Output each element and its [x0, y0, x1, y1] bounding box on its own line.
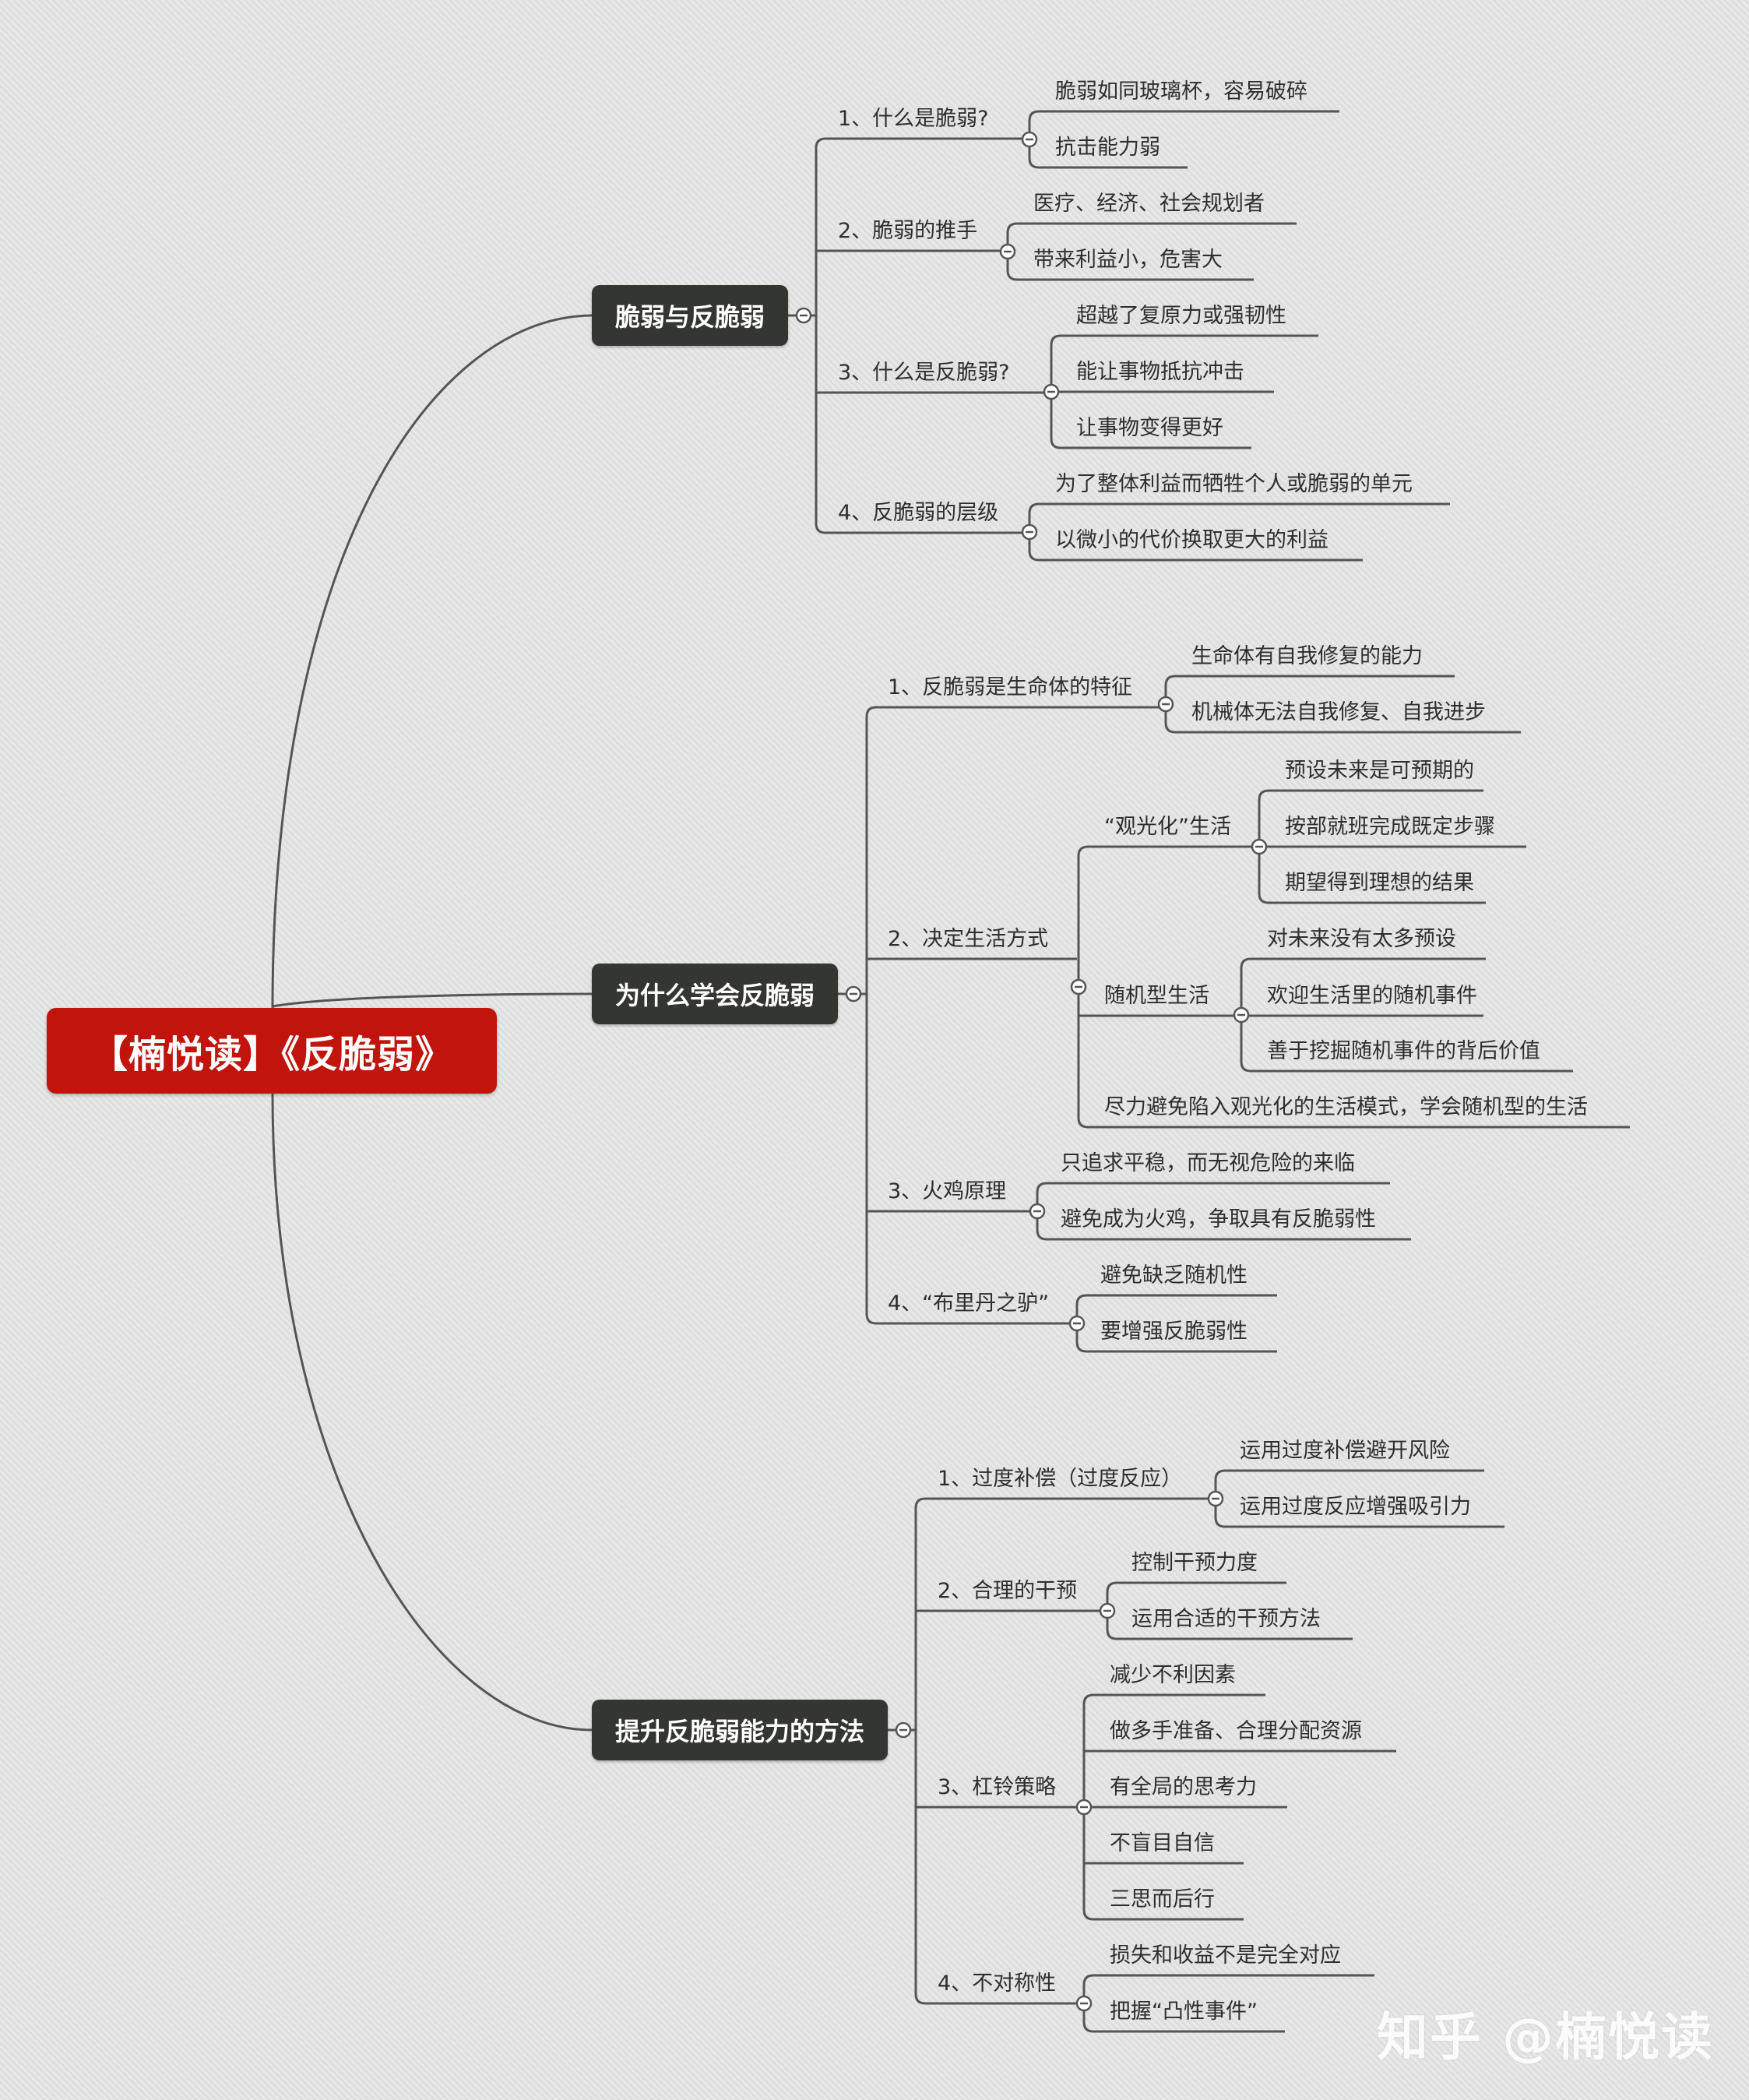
- connector: [914, 1993, 926, 2005]
- leaf-label[interactable]: 运用合适的干预方法: [1131, 1607, 1321, 1631]
- leaf-label[interactable]: 欢迎生活里的随机事件: [1267, 984, 1477, 1008]
- topic-label[interactable]: 1、过度补偿（过度反应）: [938, 1467, 1183, 1491]
- connector: [1164, 675, 1176, 686]
- leaf-label[interactable]: 尽力避免陷入观光化的生活模式，学会随机型的生活: [1104, 1095, 1588, 1119]
- leaf-label[interactable]: 期望得到理想的结果: [1285, 871, 1474, 895]
- leaf-label[interactable]: 超越了复原力或强韧性: [1076, 304, 1286, 328]
- leaf-label[interactable]: 脆弱如同玻璃杯，容易破碎: [1055, 79, 1307, 104]
- leaf-label[interactable]: 减少不利因素: [1110, 1663, 1236, 1687]
- topic-label[interactable]: 3、火鸡原理: [888, 1179, 1007, 1203]
- connector: [1075, 1294, 1087, 1305]
- leaf-label[interactable]: 有全局的思考力: [1110, 1775, 1257, 1799]
- leaf-label[interactable]: 运用过度补偿避开风险: [1240, 1439, 1450, 1463]
- leaf-label[interactable]: 做多手准备、合理分配资源: [1110, 1719, 1362, 1743]
- connector: [1258, 893, 1269, 904]
- leaf-label[interactable]: 善于挖掘随机事件的背后价值: [1267, 1039, 1540, 1063]
- topic-label[interactable]: 2、合理的干预: [938, 1579, 1078, 1603]
- connector: [1028, 550, 1040, 562]
- topic-label[interactable]: 2、脆弱的推手: [838, 219, 978, 243]
- leaf-label[interactable]: 三思而后行: [1110, 1887, 1215, 1911]
- leaf-label[interactable]: 预设未来是可预期的: [1285, 759, 1474, 783]
- leaf-label[interactable]: 生命体有自我修复的能力: [1191, 644, 1423, 668]
- topic-label[interactable]: 3、什么是反脆弱?: [838, 361, 1010, 385]
- main-topic[interactable]: 为什么学会反脆弱: [592, 964, 838, 1024]
- leaf-label[interactable]: 带来利益小，危害大: [1033, 248, 1223, 272]
- topic-label[interactable]: 2、决定生活方式: [888, 927, 1049, 951]
- leaf-label[interactable]: 能让事物抵抗冲击: [1076, 360, 1244, 384]
- connector: [914, 1497, 926, 1509]
- leaf-label[interactable]: 抗击能力弱: [1055, 136, 1160, 160]
- connector: [1214, 1469, 1226, 1481]
- leaf-label[interactable]: 让事物变得更好: [1076, 416, 1223, 440]
- connector: [1106, 1629, 1117, 1640]
- connector: [1006, 270, 1018, 281]
- connector: [1258, 789, 1269, 801]
- leaf-label[interactable]: 以微小的代价换取更大的利益: [1055, 528, 1328, 552]
- leaf-label[interactable]: 不盲目自信: [1110, 1831, 1215, 1855]
- connector: [1240, 1061, 1251, 1073]
- topic-label[interactable]: 4、反脆弱的层级: [838, 501, 999, 525]
- main-topic[interactable]: 提升反脆弱能力的方法: [592, 1700, 888, 1760]
- connector: [1075, 1341, 1087, 1353]
- connector: [1214, 1517, 1226, 1528]
- connector: [1077, 1117, 1089, 1129]
- topic-label[interactable]: 4、不对称性: [938, 1971, 1057, 1996]
- leaf-label[interactable]: 机械体无法自我修复、自我进步: [1191, 700, 1486, 724]
- connector: [815, 137, 826, 149]
- leaf-label[interactable]: 只追求平稳，而无视危险的来临: [1061, 1151, 1355, 1175]
- connector: [865, 1313, 877, 1325]
- leaf-label[interactable]: 医疗、经济、社会规划者: [1033, 192, 1265, 216]
- connector: [1050, 438, 1061, 449]
- main-topic[interactable]: 脆弱与反脆弱: [592, 285, 788, 346]
- connector: [1082, 1693, 1094, 1705]
- connector: [1006, 222, 1018, 234]
- watermark: 知乎 @楠悦读: [1377, 2007, 1714, 2067]
- topic-label[interactable]: 1、什么是脆弱?: [838, 107, 989, 131]
- connector: [865, 706, 877, 717]
- connector: [1028, 110, 1040, 122]
- root-topic[interactable]: 【楠悦读】《反脆弱》: [47, 1008, 497, 1094]
- leaf-label[interactable]: 避免成为火鸡，争取具有反脆弱性: [1061, 1207, 1376, 1231]
- connector: [1106, 1581, 1117, 1593]
- leaf-label[interactable]: 把握“凸性事件”: [1110, 2000, 1258, 2024]
- connector: [1082, 1909, 1094, 1921]
- leaf-label[interactable]: 运用过度反应增强吸引力: [1240, 1495, 1471, 1519]
- connector: [1082, 2021, 1094, 2033]
- connector: [1240, 957, 1251, 969]
- connector: [272, 992, 593, 1008]
- leaf-label[interactable]: 控制干预力度: [1131, 1551, 1258, 1575]
- connector: [1036, 1182, 1047, 1193]
- topic-label[interactable]: 1、反脆弱是生命体的特征: [888, 675, 1133, 699]
- subtopic-label[interactable]: “观光化”生活: [1104, 815, 1231, 839]
- connector: [1036, 1229, 1047, 1241]
- connector: [1050, 334, 1061, 346]
- connector: [271, 314, 593, 1009]
- connector: [271, 1093, 593, 1732]
- leaf-label[interactable]: 为了整体利益而牺牲个人或脆弱的单元: [1055, 472, 1413, 496]
- subtopic-label[interactable]: 随机型生活: [1104, 984, 1209, 1008]
- connector: [815, 523, 826, 534]
- leaf-label[interactable]: 避免缺乏随机性: [1100, 1263, 1248, 1288]
- topic-label[interactable]: 4、“布里丹之驴”: [888, 1291, 1050, 1316]
- leaf-label[interactable]: 按部就班完成既定步骤: [1285, 815, 1495, 839]
- leaf-label[interactable]: 要增强反脆弱性: [1100, 1320, 1248, 1344]
- leaf-label[interactable]: 损失和收益不是完全对应: [1110, 1943, 1341, 1968]
- leaf-label[interactable]: 对未来没有太多预设: [1267, 927, 1456, 951]
- connector: [1028, 157, 1040, 169]
- connector: [1164, 722, 1176, 734]
- connector: [1077, 845, 1089, 857]
- connector: [1028, 502, 1040, 514]
- topic-label[interactable]: 3、杠铃策略: [938, 1775, 1057, 1799]
- connector: [1082, 1974, 1094, 1985]
